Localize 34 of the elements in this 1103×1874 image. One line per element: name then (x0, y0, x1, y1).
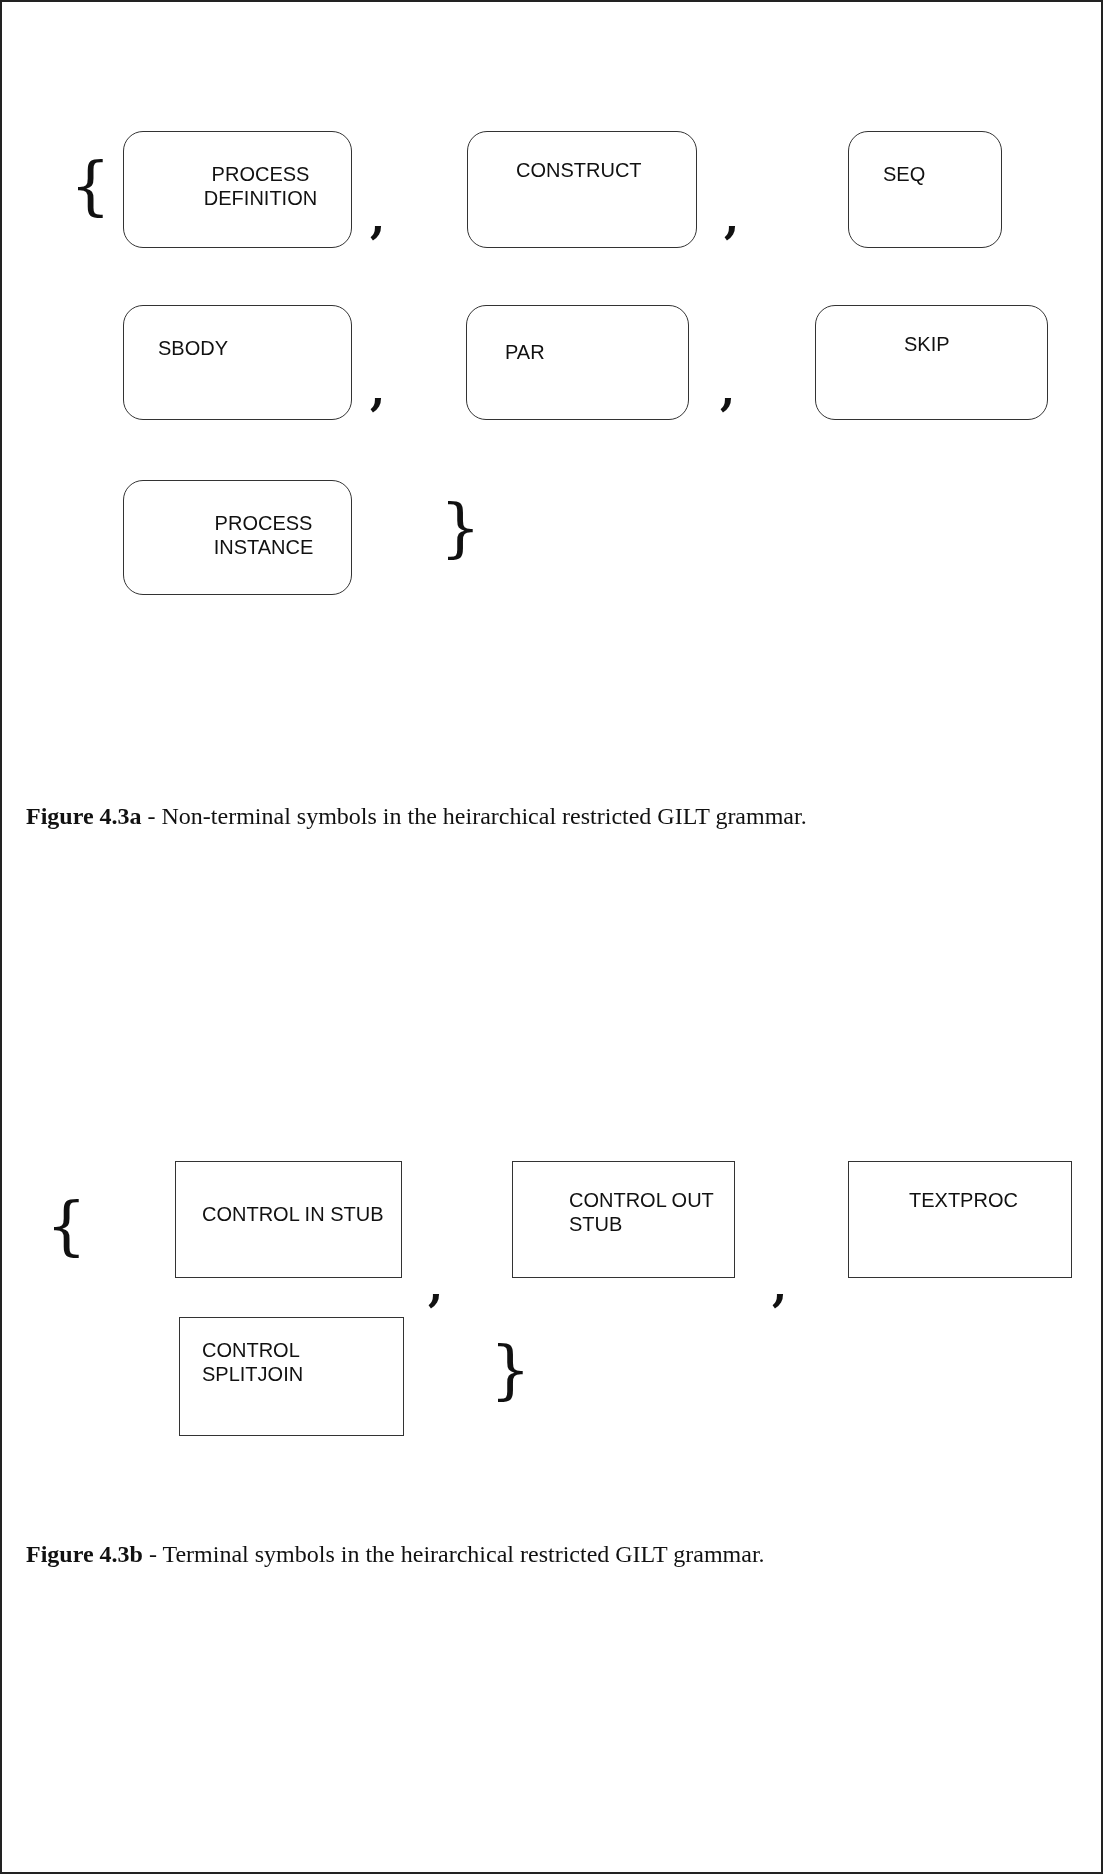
curly-brace: { (70, 154, 111, 218)
box-label: SKIP (904, 332, 950, 356)
rounded-symbol-box (467, 131, 697, 248)
figure-caption: Figure 4.3b - Terminal symbols in the heirarchical restricted GILT grammar. (26, 1540, 766, 1569)
box-label: CONTROL IN STUB (202, 1202, 384, 1226)
box-label: PROCESS DEFINITION (202, 162, 319, 210)
box-label: CONSTRUCT (516, 158, 642, 182)
rounded-symbol-box (123, 131, 352, 248)
comma-separator: , (724, 196, 740, 240)
curly-brace: } (490, 1338, 531, 1402)
rounded-symbol-box (123, 480, 352, 595)
symbol-box (848, 1161, 1072, 1278)
comma-separator: , (772, 1264, 788, 1308)
rounded-symbol-box (123, 305, 352, 420)
box-label: CONTROL SPLITJOIN (202, 1338, 305, 1386)
box-label: SEQ (883, 162, 926, 186)
symbol-box (179, 1317, 404, 1436)
box-label: CONTROL OUT STUB (569, 1188, 715, 1236)
symbol-box (175, 1161, 402, 1278)
rounded-symbol-box (848, 131, 1002, 248)
comma-separator: , (370, 196, 386, 240)
figure-caption: Figure 4.3a - Non-terminal symbols in the heirarchical restricted GILT grammar. (26, 802, 808, 831)
curly-brace: } (440, 496, 481, 560)
box-label: SBODY (158, 336, 229, 360)
box-label: PROCESS INSTANCE (212, 511, 315, 559)
curly-brace: { (46, 1194, 87, 1258)
comma-separator: , (428, 1264, 444, 1308)
comma-separator: , (720, 368, 736, 412)
box-label: PAR (505, 340, 545, 364)
box-label: TEXTPROC (909, 1188, 1018, 1212)
rounded-symbol-box (815, 305, 1048, 420)
comma-separator: , (370, 368, 386, 412)
symbol-box (512, 1161, 735, 1278)
rounded-symbol-box (466, 305, 689, 420)
